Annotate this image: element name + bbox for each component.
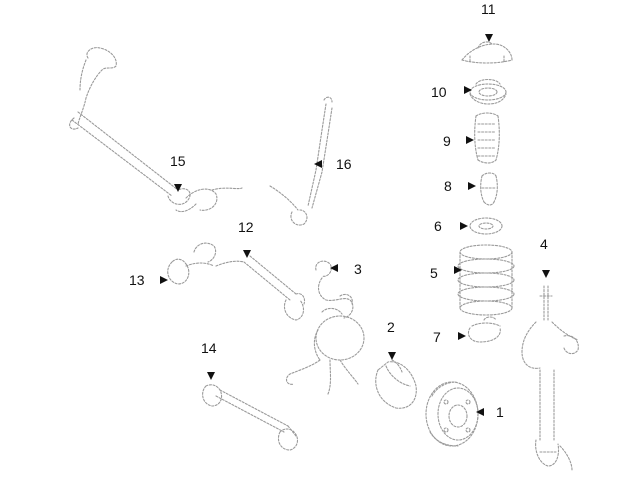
callout-label-4: 4 (540, 236, 548, 252)
callout-arrow-2 (388, 352, 396, 360)
callout-label-8: 8 (444, 178, 452, 194)
callout-arrow-8 (468, 182, 476, 190)
callout-arrow-4 (542, 270, 550, 278)
bushing-part-13 (167, 242, 245, 285)
callout-label-3: 3 (354, 261, 362, 277)
knuckle-part (285, 260, 365, 395)
control-arm-part-12 (243, 255, 306, 321)
callout-arrow-16 (314, 160, 322, 168)
callout-label-15: 15 (170, 153, 186, 169)
callout-arrow-14 (207, 372, 215, 380)
callout-arrow-13 (160, 276, 168, 284)
callout-label-12: 12 (238, 219, 254, 235)
stabilizer-link-part (269, 96, 333, 226)
callout-arrow-5 (454, 266, 462, 274)
shock-absorber-part (521, 285, 579, 471)
callout-labels: 1 2 3 4 5 6 7 8 9 10 11 12 13 14 15 16 (129, 1, 548, 420)
top-mount-part (461, 41, 513, 64)
stabilizer-bar-part (69, 47, 243, 213)
callout-arrow-11 (485, 34, 493, 42)
lateral-link-part (202, 384, 299, 451)
upper-insulator-part (469, 78, 507, 105)
spring-seat-upper-part (469, 217, 503, 235)
callout-label-7: 7 (433, 329, 441, 345)
callout-label-13: 13 (129, 272, 145, 288)
callout-arrow-9 (466, 136, 474, 144)
callout-arrow-1 (476, 408, 484, 416)
callout-arrow-3 (330, 264, 338, 272)
callout-label-2: 2 (387, 319, 395, 335)
callout-arrows (160, 34, 550, 416)
callout-label-16: 16 (336, 156, 352, 172)
callout-arrow-7 (458, 332, 466, 340)
callout-label-9: 9 (443, 133, 451, 149)
dust-boot-part (474, 112, 500, 164)
callout-label-14: 14 (201, 340, 217, 356)
callout-label-10: 10 (431, 84, 447, 100)
callout-arrow-6 (460, 222, 468, 230)
brake-disc-part (425, 381, 479, 447)
callout-label-11: 11 (481, 1, 496, 17)
callout-arrow-12 (243, 250, 251, 258)
coil-spring-part (457, 244, 515, 316)
spring-seat-lower-part (467, 316, 501, 343)
dust-shield-part (375, 359, 417, 409)
bump-stopper-part (480, 172, 498, 206)
callout-label-6: 6 (434, 218, 442, 234)
callout-label-1: 1 (496, 404, 504, 420)
callout-arrow-15 (174, 184, 182, 192)
callout-label-5: 5 (430, 265, 438, 281)
callout-arrow-10 (464, 86, 472, 94)
